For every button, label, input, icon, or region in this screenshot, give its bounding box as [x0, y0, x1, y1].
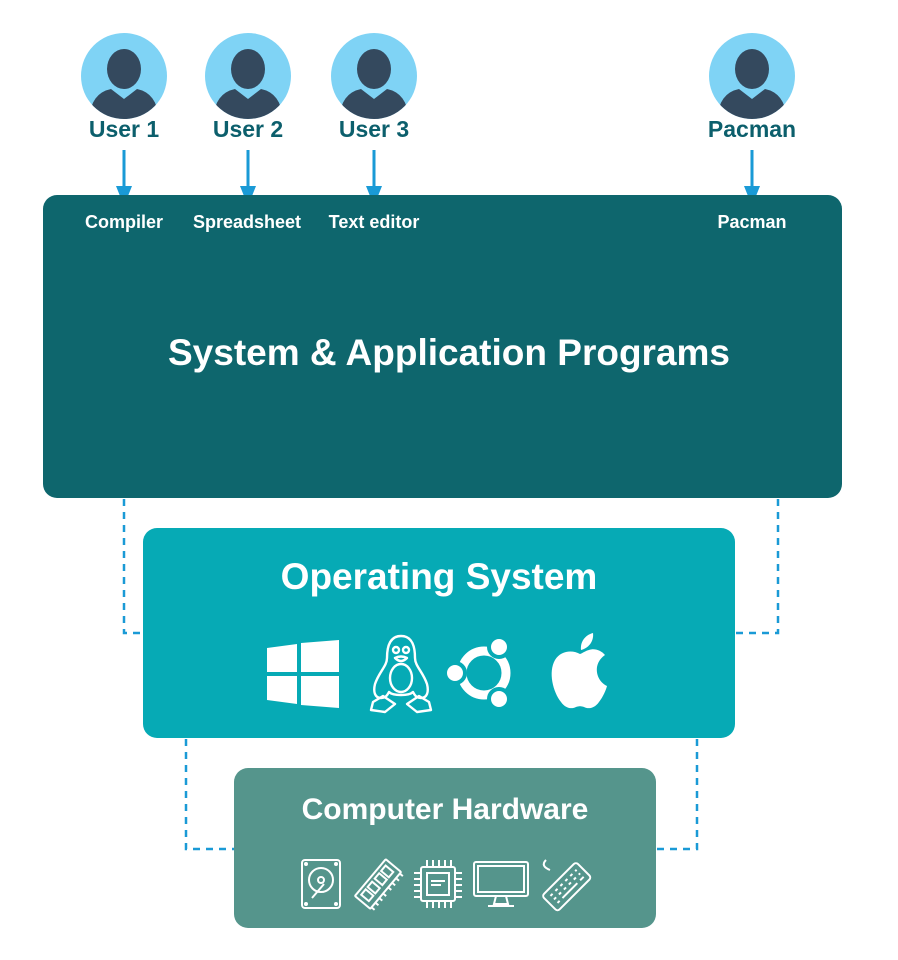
app-label-pacman: Pacman [717, 212, 787, 232]
keyboard-icon [542, 859, 592, 912]
connector-left-programs-os [122, 499, 143, 635]
app-label-text-editor: Text editor [328, 212, 420, 232]
cpu-chip-icon [414, 860, 462, 908]
linux-tux-icon [369, 634, 433, 714]
app-label-spreadsheet: Spreadsheet [192, 212, 302, 232]
user-label-2: User 2 [212, 116, 284, 142]
user-label-3: User 3 [338, 116, 410, 142]
avatar-user-3 [331, 33, 417, 119]
connector-left-os-hardware [184, 739, 234, 851]
hardware-layer-title: Computer Hardware [301, 793, 589, 826]
connector-right-os-hardware [656, 739, 699, 851]
programs-layer [43, 195, 842, 498]
hard-drive-icon [301, 859, 341, 909]
user-label-1: User 1 [88, 116, 160, 142]
windows-icon [267, 640, 339, 708]
apple-icon [551, 633, 607, 709]
app-label-compiler: Compiler [84, 212, 163, 232]
ram-module-icon [354, 858, 404, 911]
ubuntu-icon [446, 636, 511, 710]
os-layer: Operating System [143, 528, 735, 738]
monitor-icon [473, 861, 529, 907]
avatar-user-2 [205, 33, 291, 119]
programs-layer-title: System & Application Programs [168, 332, 730, 373]
connector-right-programs-os [735, 499, 780, 635]
os-layer-title: Operating System [280, 556, 598, 597]
avatar-user-1 [81, 33, 167, 119]
avatar-pacman [709, 33, 795, 119]
hardware-layer: Computer Hardware [234, 768, 656, 928]
user-label-pacman: Pacman [707, 116, 797, 142]
